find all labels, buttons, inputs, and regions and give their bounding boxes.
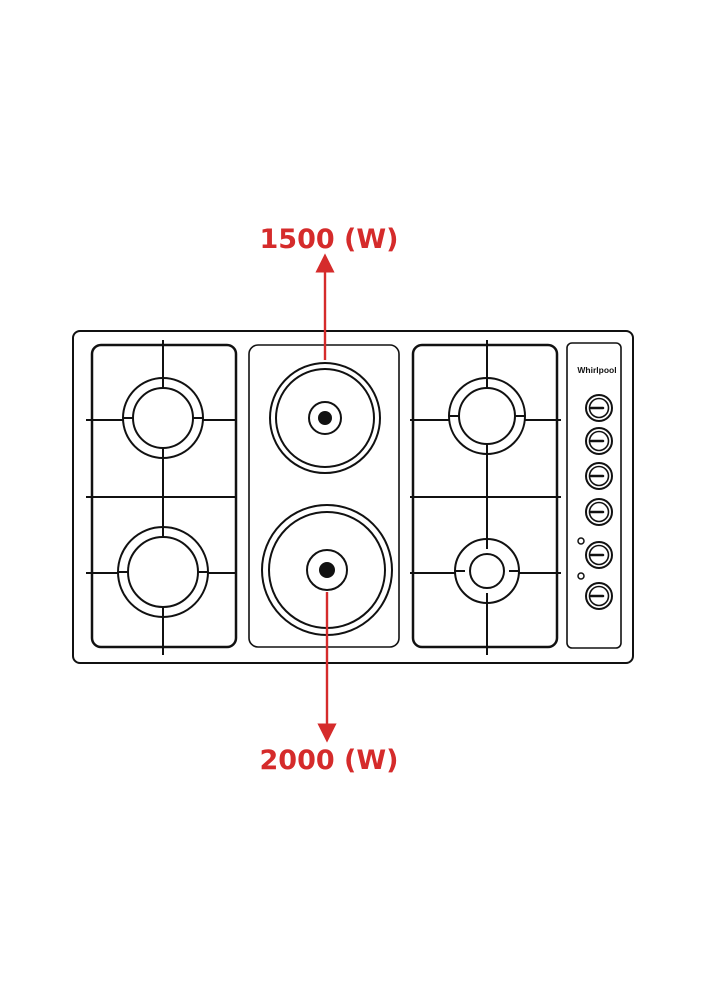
cooktop-frame (72, 330, 634, 664)
gas-burner-icon (454, 538, 520, 604)
control-knob-icon[interactable] (585, 582, 613, 610)
control-knob-icon[interactable] (585, 394, 613, 422)
gas-burner-icon (117, 526, 209, 618)
knob-group (585, 394, 613, 610)
indicator-light (577, 537, 585, 545)
control-knob-icon[interactable] (585, 498, 613, 526)
brand-logo: Whirlpool (577, 365, 616, 375)
indicator-light (577, 572, 585, 580)
control-knob-icon[interactable] (585, 427, 613, 455)
gas-burner-icon (122, 377, 204, 459)
gas-burner-icon (448, 377, 526, 455)
electric-hotplate-icon (269, 362, 381, 474)
control-knob-icon[interactable] (585, 541, 613, 569)
bottom-hotplate-power-label: 2000 (W) (259, 745, 399, 776)
control-panel (566, 342, 622, 649)
top-hotplate-power-label: 1500 (W) (259, 224, 399, 255)
control-knob-icon[interactable] (585, 462, 613, 490)
